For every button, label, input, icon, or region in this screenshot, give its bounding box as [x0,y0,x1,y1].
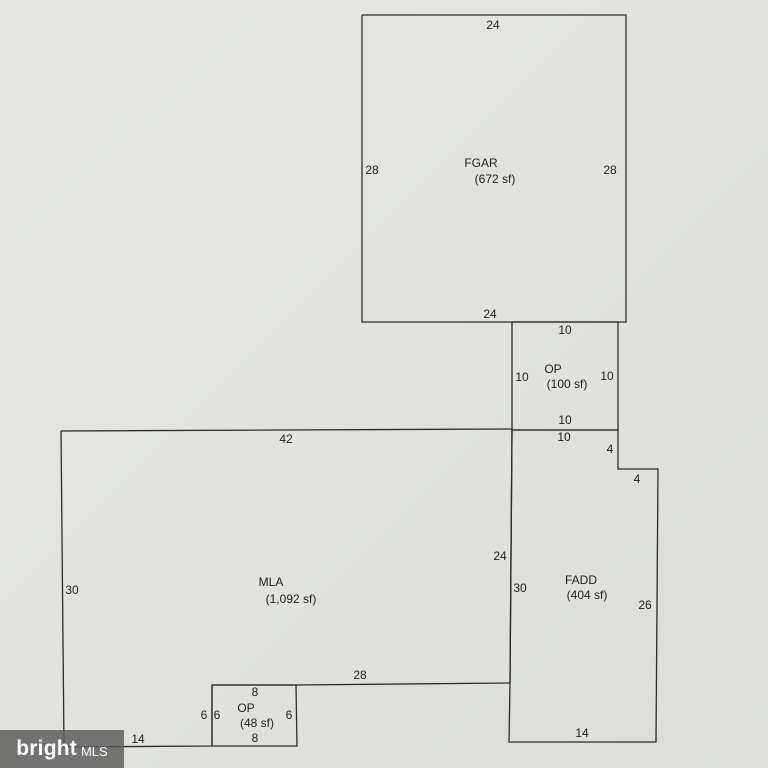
mla-name: MLA [259,575,284,589]
fadd-dim-bottom: 14 [575,726,589,740]
fadd-outline [508,429,659,743]
fadd-dim-top: 10 [557,430,571,444]
fgar-name: FGAR [464,156,498,170]
op-top-dim-left: 10 [515,370,529,384]
op-top-area: (100 sf) [547,377,588,391]
mla-dim-bottom: 14 [131,732,145,746]
watermark-brand-text: bright [16,737,77,760]
op-bottom-outline [211,684,298,747]
op-bottom-dim-left-inner: 6 [214,708,221,722]
op-bottom-dim-right: 6 [286,708,293,722]
watermark-suffix-text: MLS [80,743,108,759]
fadd-area: (404 sf) [567,588,608,602]
op-top-dim-bottom: 10 [558,413,572,427]
op-top-name: OP [544,362,561,376]
fgar-dim-right: 28 [603,163,617,177]
fgar-area: (672 sf) [475,172,516,186]
op-top-dim-right: 10 [600,369,614,383]
op-top-dim-top: 10 [558,323,572,337]
fgar-outline [361,14,627,323]
op-bottom-dim-top: 8 [252,685,259,699]
op-bottom-name: OP [237,701,254,715]
fadd-name: FADD [565,573,597,587]
op-bottom-dim-bottom: 8 [252,731,259,745]
fgar-dim-top: 24 [486,18,500,32]
mla-outline [60,428,513,748]
mla-dim-right: 24 [493,549,507,563]
fadd-dim-left: 30 [513,581,527,595]
mla-dim-inner-top: 28 [353,668,367,682]
op-bottom-area: (48 sf) [240,716,274,730]
op-bottom-dim-left-outer: 6 [201,708,208,722]
fadd-dim-right: 26 [638,598,652,612]
fgar-dim-left: 28 [365,163,379,177]
bright-mls-watermark: bright MLS [0,730,124,768]
mla-area: (1,092 sf) [266,592,317,606]
fadd-dim-notch-vertical: 4 [607,442,614,456]
mla-dim-top: 42 [279,432,293,446]
fgar-dim-bottom: 24 [483,307,497,321]
mla-dim-left: 30 [65,583,79,597]
fadd-dim-notch-horizontal: 4 [634,472,641,486]
